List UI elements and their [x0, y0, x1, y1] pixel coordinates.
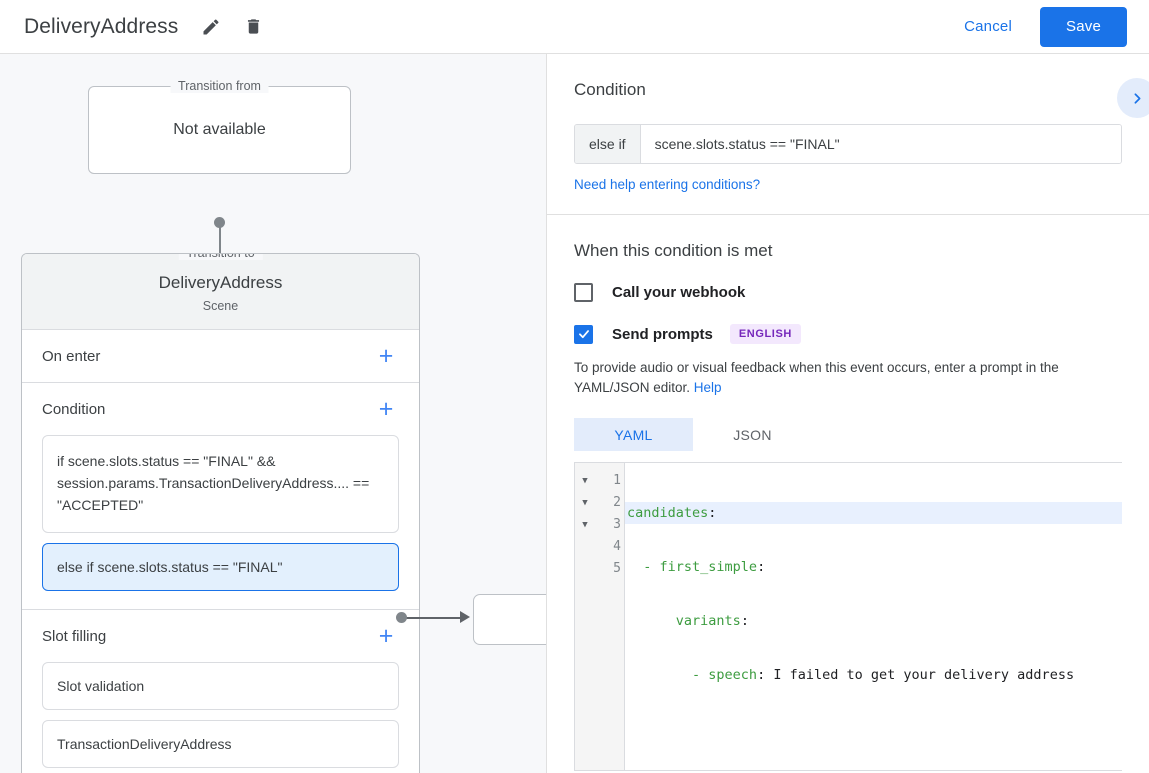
page-title: DeliveryAddress — [24, 14, 179, 38]
yaml-key: first_simple — [659, 559, 758, 575]
fold-spacer — [575, 558, 595, 580]
send-prompts-checkbox[interactable] — [574, 324, 593, 344]
when-met-heading: When this condition is met — [574, 241, 773, 260]
fold-spacer — [575, 536, 595, 558]
line-number: 2 — [613, 495, 621, 510]
add-slot-button[interactable]: + — [378, 621, 394, 650]
section-condition: Condition + if scene.slots.status == "FI… — [22, 383, 419, 610]
slot-item-transaction[interactable]: TransactionDeliveryAddress — [42, 720, 399, 768]
flow-canvas[interactable]: Transition from Not available Transition… — [0, 54, 546, 773]
editor-fold-gutter: ▼ ▼ ▼ — [575, 463, 595, 770]
yaml-indent — [627, 667, 692, 683]
section-title-slot-filling: Slot filling — [42, 627, 107, 645]
save-button[interactable]: Save — [1040, 6, 1127, 47]
section-header-slot-filling: Slot filling + — [42, 610, 399, 662]
code-editor[interactable]: ▼ ▼ ▼ 1 2 3 4 5 candidates: - first_simp… — [574, 462, 1122, 771]
scene-header: DeliveryAddress Scene — [22, 254, 419, 330]
code-line[interactable]: candidates: — [625, 502, 1122, 524]
webhook-row[interactable]: Call your webhook — [574, 283, 1122, 302]
line-number: 1 — [613, 473, 621, 488]
section-on-enter: On enter + — [22, 330, 419, 383]
section-slot-filling: Slot filling + Slot validation Transacti… — [22, 610, 419, 773]
section-header-on-enter: On enter + — [42, 330, 399, 382]
section-header-condition: Condition + — [42, 383, 399, 435]
details-panel: Condition else if Need help entering con… — [546, 54, 1149, 773]
code-line[interactable]: - first_simple: — [625, 556, 1122, 578]
delete-button[interactable] — [238, 12, 268, 42]
yaml-indent — [627, 559, 643, 575]
editor-format-tabs: YAML JSON — [574, 418, 1122, 451]
pencil-icon — [203, 18, 219, 34]
target-node-placeholder[interactable] — [473, 594, 546, 645]
line-number: 4 — [613, 539, 621, 554]
section-title-condition: Condition — [42, 400, 106, 418]
call-webhook-checkbox[interactable] — [574, 283, 593, 302]
editor-line-numbers: 1 2 3 4 5 — [595, 463, 625, 770]
send-prompts-label: Send prompts — [612, 325, 713, 343]
panel-condition-heading: Condition — [574, 80, 646, 99]
chevron-right-icon — [1134, 92, 1140, 104]
code-line[interactable]: variants: — [625, 610, 1122, 632]
line-number: 5 — [613, 561, 621, 576]
transition-from-legend: Transition from — [170, 79, 269, 93]
panel-condition-section: Condition else if Need help entering con… — [547, 54, 1149, 215]
editor-code-area[interactable]: candidates: - first_simple: variants: - … — [625, 463, 1122, 770]
prompts-description: To provide audio or visual feedback when… — [574, 358, 1122, 398]
condition-help-link[interactable]: Need help entering conditions? — [574, 177, 761, 192]
yaml-key: speech — [708, 667, 758, 683]
yaml-indent — [627, 613, 676, 629]
edge-source-dot — [396, 612, 407, 623]
condition-item[interactable]: if scene.slots.status == "FINAL" && sess… — [42, 435, 399, 533]
panel-when-met-section: When this condition is met Call your web… — [547, 215, 1149, 771]
fold-toggle[interactable]: ▼ — [582, 520, 588, 530]
fold-toggle[interactable]: ▼ — [582, 498, 588, 508]
condition-expression-input[interactable] — [640, 125, 1121, 163]
add-on-enter-button[interactable]: + — [378, 341, 394, 370]
section-title-on-enter: On enter — [42, 347, 101, 365]
code-line[interactable] — [625, 718, 1122, 740]
condition-prefix-label: else if — [575, 125, 641, 163]
cancel-button[interactable]: Cancel — [950, 10, 1026, 43]
prompts-help-link[interactable]: Help — [693, 380, 722, 395]
expand-panel-button[interactable] — [1117, 78, 1149, 118]
edge-line — [406, 617, 462, 619]
add-condition-button[interactable]: + — [378, 394, 394, 423]
tab-yaml[interactable]: YAML — [574, 418, 693, 451]
line-number: 3 — [613, 517, 621, 532]
trash-icon — [247, 19, 259, 34]
code-line[interactable]: - speech: I failed to get your delivery … — [625, 664, 1122, 686]
transition-to-card[interactable]: Transition to DeliveryAddress Scene On e… — [21, 253, 420, 773]
connector-line — [219, 222, 221, 262]
condition-item-selected[interactable]: else if scene.slots.status == "FINAL" — [42, 543, 399, 591]
yaml-key: variants — [675, 613, 741, 629]
scene-title: DeliveryAddress — [158, 273, 283, 292]
transition-from-value: Not available — [173, 121, 266, 138]
slot-item-validation[interactable]: Slot validation — [42, 662, 399, 710]
language-badge: ENGLISH — [729, 324, 801, 344]
call-webhook-label: Call your webhook — [612, 284, 746, 301]
tab-json[interactable]: JSON — [733, 426, 772, 443]
check-icon — [578, 330, 589, 339]
transition-from-card[interactable]: Transition from Not available — [88, 79, 351, 174]
app-header: DeliveryAddress Cancel Save — [0, 0, 1149, 54]
yaml-value: I failed to get your delivery address — [765, 667, 1075, 683]
edge-arrow-icon — [460, 611, 470, 623]
send-prompts-row[interactable]: Send prompts ENGLISH — [574, 324, 1122, 344]
prompts-description-text: To provide audio or visual feedback when… — [574, 360, 1059, 395]
condition-expression-row: else if — [574, 124, 1122, 164]
edit-button[interactable] — [196, 12, 226, 42]
transition-to-legend: Transition to — [178, 254, 263, 260]
fold-toggle[interactable]: ▼ — [582, 476, 588, 486]
yaml-key: candidates — [627, 505, 709, 521]
scene-subtitle: Scene — [202, 299, 239, 313]
